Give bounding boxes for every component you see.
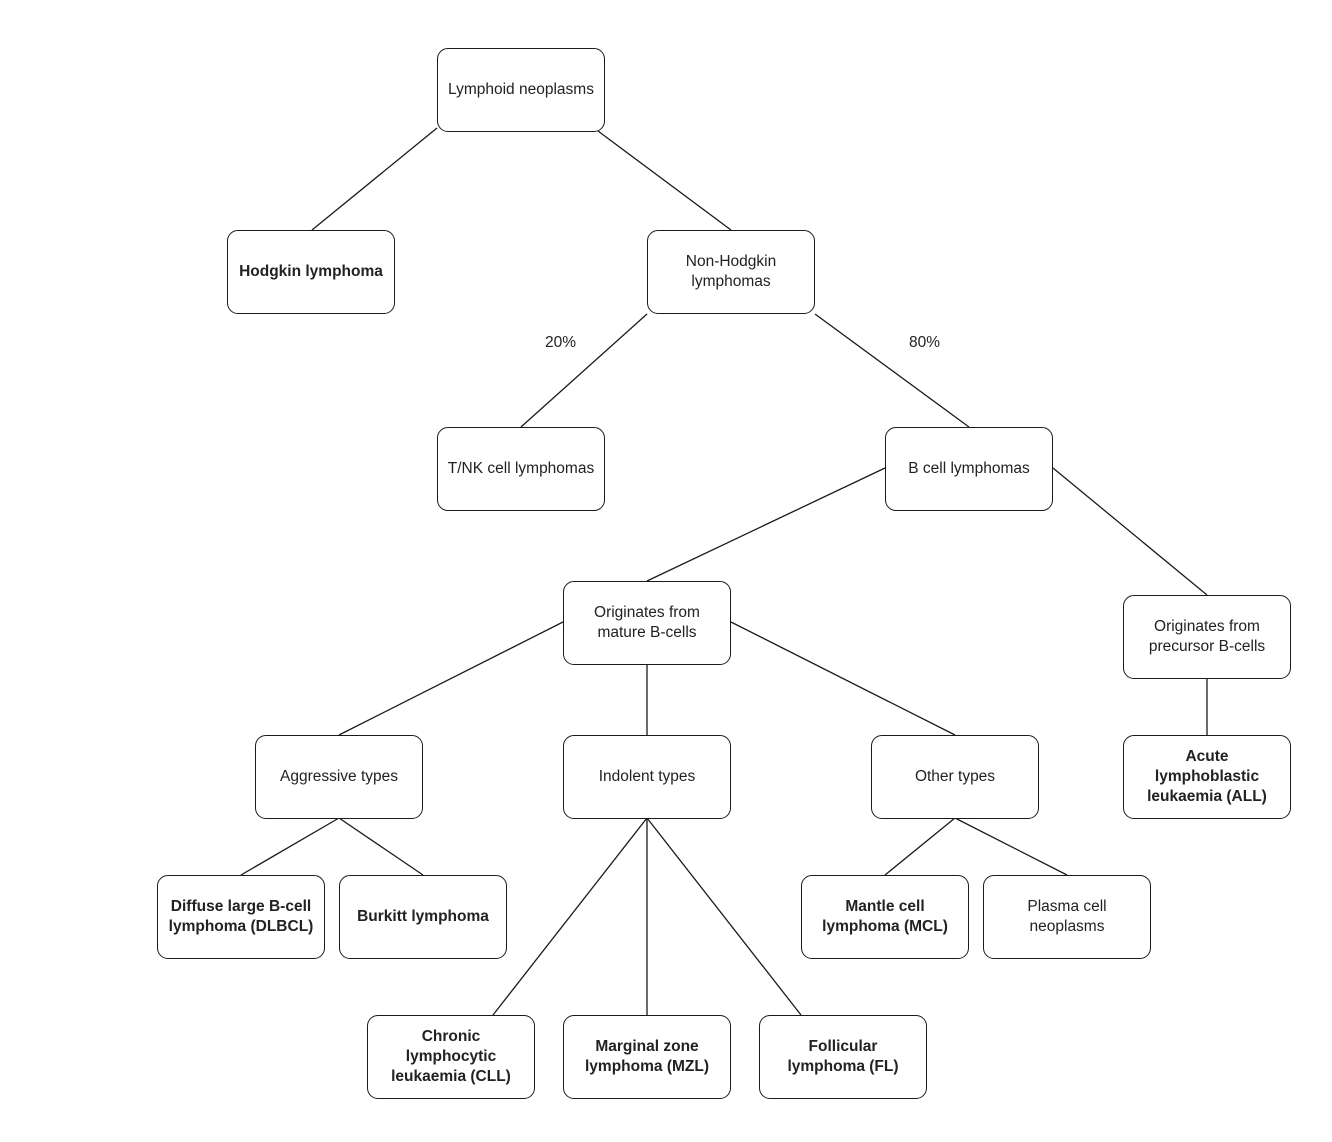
node-aggressive-types: Aggressive types bbox=[255, 735, 423, 819]
edge-root-nonhodgkin bbox=[597, 130, 732, 231]
node-label: Indolent types bbox=[598, 768, 696, 785]
node-label: Hodgkin lymphoma bbox=[239, 263, 383, 280]
edge-indolent-fl bbox=[646, 817, 802, 1016]
node-label: Other types bbox=[914, 768, 996, 785]
edge-other-plasma bbox=[954, 817, 1068, 876]
edge-aggressive-burkitt bbox=[338, 817, 424, 876]
edge-other-mcl bbox=[884, 817, 956, 876]
node-label: Chronic lymphocytic leukaemia (CLL) bbox=[391, 1028, 511, 1085]
node-acute-lymphoblastic-leukaemia: Acute lymphoblastic leukaemia (ALL) bbox=[1123, 735, 1291, 819]
node-label: Aggressive types bbox=[279, 768, 399, 785]
edge-bcell-mature bbox=[646, 467, 886, 582]
node-label: Originates from precursor B-cells bbox=[1148, 618, 1266, 655]
node-tnk-cell-lymphomas: T/NK cell lymphomas bbox=[437, 427, 605, 511]
node-chronic-lymphocytic-leukaemia: Chronic lymphocytic leukaemia (CLL) bbox=[367, 1015, 535, 1099]
edge-indolent-cll bbox=[492, 817, 648, 1016]
node-lymphoid-neoplasms: Lymphoid neoplasms bbox=[437, 48, 605, 132]
edge-mature-other bbox=[730, 621, 956, 736]
node-label: Acute lymphoblastic leukaemia (ALL) bbox=[1147, 748, 1267, 805]
node-label: Plasma cell neoplasms bbox=[1027, 898, 1107, 935]
node-label: Follicular lymphoma (FL) bbox=[787, 1038, 899, 1075]
node-follicular-lymphoma: Follicular lymphoma (FL) bbox=[759, 1015, 927, 1099]
node-plasma-cell-neoplasms: Plasma cell neoplasms bbox=[983, 875, 1151, 959]
edge-mature-aggressive bbox=[338, 621, 564, 736]
label-bcell-share: 80% bbox=[909, 334, 941, 351]
node-other-types: Other types bbox=[871, 735, 1039, 819]
node-indolent-types: Indolent types bbox=[563, 735, 731, 819]
node-dlbcl: Diffuse large B-cell lymphoma (DLBCL) bbox=[157, 875, 325, 959]
node-marginal-zone-lymphoma: Marginal zone lymphoma (MZL) bbox=[563, 1015, 731, 1099]
node-burkitt-lymphoma: Burkitt lymphoma bbox=[339, 875, 507, 959]
label-tnk-share: 20% bbox=[545, 334, 577, 351]
edge-aggressive-dlbcl bbox=[240, 817, 340, 876]
node-b-cell-lymphomas: B cell lymphomas bbox=[885, 427, 1053, 511]
edge-bcell-precursor bbox=[1052, 467, 1208, 596]
node-label: T/NK cell lymphomas bbox=[447, 460, 595, 477]
node-label: Non-Hodgkin lymphomas bbox=[685, 253, 777, 290]
edge-root-hodgkin bbox=[311, 127, 438, 231]
node-label: Originates from mature B-cells bbox=[594, 604, 700, 641]
node-label: Mantle cell lymphoma (MCL) bbox=[822, 898, 948, 935]
node-mantle-cell-lymphoma: Mantle cell lymphoma (MCL) bbox=[801, 875, 969, 959]
node-label: B cell lymphomas bbox=[908, 460, 1030, 477]
node-precursor-b-cells: Originates from precursor B-cells bbox=[1123, 595, 1291, 679]
node-label: Lymphoid neoplasms bbox=[448, 81, 594, 98]
edge-nonhodgkin-bcell bbox=[814, 313, 970, 428]
node-hodgkin-lymphoma: Hodgkin lymphoma bbox=[227, 230, 395, 314]
node-label: Burkitt lymphoma bbox=[357, 908, 489, 925]
node-label: Marginal zone lymphoma (MZL) bbox=[585, 1038, 709, 1075]
node-mature-b-cells: Originates from mature B-cells bbox=[563, 581, 731, 665]
node-label: Diffuse large B-cell lymphoma (DLBCL) bbox=[168, 898, 314, 935]
node-non-hodgkin-lymphomas: Non-Hodgkin lymphomas bbox=[647, 230, 815, 314]
edge-nonhodgkin-tnk bbox=[520, 313, 648, 428]
